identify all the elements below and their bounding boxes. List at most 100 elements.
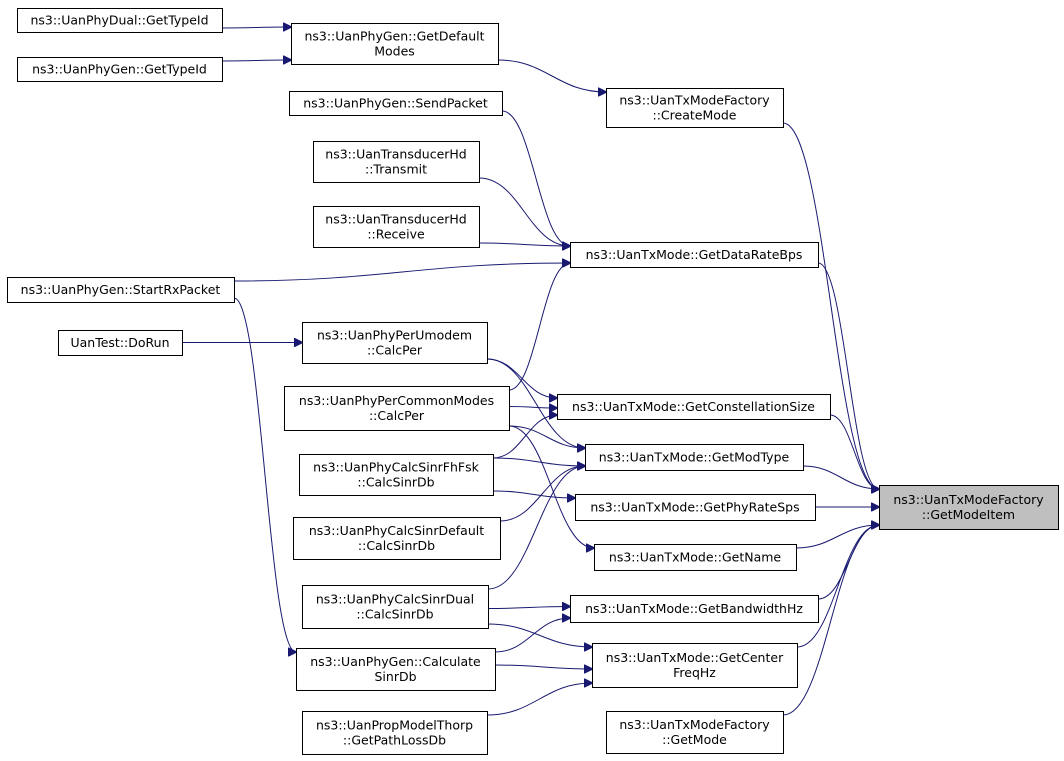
node-sinrdefault[interactable]: ns3::UanPhyCalcSinrDefault::CalcSinrDb	[293, 517, 501, 560]
node-box	[284, 386, 510, 431]
node-label: ::CalcSinrDb	[357, 475, 434, 490]
edge-datarate-to-getmodeitem	[817, 262, 879, 489]
node-getmodeitem[interactable]: ns3::UanTxModeFactory::GetModeItem	[879, 485, 1059, 530]
node-getmode[interactable]: ns3::UanTxModeFactory::GetMode	[606, 711, 784, 754]
node-transmit[interactable]: ns3::UanTransducerHd::Transmit	[313, 141, 480, 183]
node-label: ns3::UanTxMode::GetModType	[599, 450, 790, 465]
node-label: SinrDb	[374, 669, 416, 684]
node-label: ns3::UanPhyGen::GetTypeId	[32, 62, 207, 77]
node-box	[7, 277, 235, 303]
node-label: FreqHz	[673, 665, 716, 680]
node-box	[17, 8, 223, 33]
node-label: ns3::UanPhyCalcSinrDefault	[309, 523, 484, 538]
node-box	[293, 517, 501, 560]
node-box	[585, 444, 804, 471]
node-physrate[interactable]: ns3::UanTxMode::GetPhyRateSps	[575, 494, 816, 521]
node-sinrdual[interactable]: ns3::UanPhyCalcSinrDual::CalcSinrDb	[302, 585, 489, 629]
node-box	[17, 57, 223, 82]
node-box	[557, 394, 831, 420]
node-label: ::CalcSinrDb	[358, 538, 435, 553]
edge-calcsinr-to-bandwidth	[494, 618, 570, 653]
node-getname[interactable]: ns3::UanTxMode::GetName	[594, 544, 797, 571]
edge-getname-to-getmodeitem	[795, 525, 879, 549]
node-label: ns3::UanTransducerHd	[325, 147, 466, 162]
edge-getdefaultmodes-to-createmode	[497, 59, 606, 92]
node-gen_typeid[interactable]: ns3::UanPhyGen::GetTypeId	[17, 57, 223, 82]
edge-startrx-to-calcsinr	[233, 297, 296, 652]
node-label: ns3::UanTxMode::GetConstellationSize	[572, 399, 815, 414]
node-label: ns3::UanPhyGen::Calculate	[310, 654, 481, 669]
node-label: ns3::UanPropModelThorp	[316, 718, 473, 733]
node-box	[313, 206, 480, 248]
node-label: ns3::UanPhyCalcSinrDual	[316, 592, 474, 607]
edge-fhfsk-to-modtype	[492, 457, 585, 466]
edge-umodem-to-modtype	[486, 358, 585, 448]
node-label: Modes	[374, 44, 415, 59]
node-modtype[interactable]: ns3::UanTxMode::GetModType	[585, 444, 804, 471]
node-dorun[interactable]: UanTest::DoRun	[58, 330, 183, 356]
edge-sinrdual-to-bandwidth	[487, 607, 570, 609]
node-box	[575, 494, 816, 521]
node-box	[289, 91, 503, 116]
node-label: ns3::UanTxMode::GetCenter	[606, 650, 784, 665]
edge-dual_typeid-to-getdefaultmodes	[221, 27, 291, 28]
edge-thorp-to-centerfreq	[486, 683, 592, 716]
node-label: ns3::UanPhyPerUmodem	[317, 328, 472, 343]
node-bandwidth[interactable]: ns3::UanTxMode::GetBandwidthHz	[570, 595, 819, 623]
node-label: ::Transmit	[365, 162, 427, 177]
node-label: ::Receive	[367, 227, 425, 242]
edge-getmode-to-getmodeitem	[782, 525, 879, 716]
node-box	[291, 23, 499, 65]
node-label: ns3::UanPhyGen::StartRxPacket	[21, 282, 221, 297]
node-receive[interactable]: ns3::UanTransducerHd::Receive	[313, 206, 480, 248]
node-label: ns3::UanPhyGen::GetDefault	[304, 29, 484, 44]
edge-receive-to-datarate	[478, 243, 570, 246]
node-startrx[interactable]: ns3::UanPhyGen::StartRxPacket	[7, 277, 235, 303]
edge-gen_typeid-to-getdefaultmodes	[221, 60, 291, 61]
node-label: ::GetPathLossDb	[343, 733, 446, 748]
edge-sendpacket-to-datarate	[501, 110, 570, 246]
nodes-layer: ns3::UanTxModeFactory::GetModeItemns3::U…	[7, 8, 1059, 755]
edge-sinrdefault-to-modtype	[499, 466, 585, 522]
node-box	[58, 330, 183, 356]
node-datarate[interactable]: ns3::UanTxMode::GetDataRateBps	[570, 242, 819, 268]
node-sendpacket[interactable]: ns3::UanPhyGen::SendPacket	[289, 91, 503, 116]
node-box	[592, 643, 798, 688]
node-label: ::CreateMode	[652, 108, 736, 123]
node-commonmodes[interactable]: ns3::UanPhyPerCommonModes::CalcPer	[284, 386, 510, 431]
edge-commonmodes-to-modtype	[508, 425, 585, 448]
node-box	[606, 711, 784, 754]
node-label: ::GetMode	[662, 732, 727, 747]
node-box	[879, 485, 1059, 530]
edge-transmit-to-datarate	[478, 177, 570, 246]
node-box	[302, 322, 488, 364]
node-label: ::CalcSinrDb	[356, 607, 433, 622]
edge-commonmodes-to-datarate	[508, 263, 570, 391]
node-box	[606, 88, 784, 128]
node-createmode[interactable]: ns3::UanTxModeFactory::CreateMode	[606, 88, 784, 128]
edge-commonmodes-to-constellation	[508, 407, 557, 409]
edge-modtype-to-getmodeitem	[802, 465, 879, 489]
node-label: ::GetModeItem	[922, 507, 1015, 522]
node-thorp[interactable]: ns3::UanPropModelThorp::GetPathLossDb	[302, 711, 488, 755]
edge-fhfsk-to-constellation	[492, 415, 557, 459]
node-box	[570, 242, 819, 268]
node-label: ::CalcPer	[367, 343, 423, 358]
edge-sinrdual-to-centerfreq	[487, 623, 592, 647]
node-label: ns3::UanTxMode::GetDataRateBps	[586, 247, 803, 262]
node-umodem[interactable]: ns3::UanPhyPerUmodem::CalcPer	[302, 322, 488, 364]
node-label: ns3::UanTxModeFactory	[893, 492, 1044, 507]
node-box	[594, 544, 797, 571]
node-fhfsk[interactable]: ns3::UanPhyCalcSinrFhFsk::CalcSinrDb	[299, 454, 494, 496]
node-constellation[interactable]: ns3::UanTxMode::GetConstellationSize	[557, 394, 831, 420]
node-box	[570, 595, 819, 623]
edge-startrx-to-datarate	[233, 263, 570, 282]
edge-centerfreq-to-getmodeitem	[796, 525, 879, 648]
node-label: ns3::UanTxMode::GetBandwidthHz	[585, 601, 803, 616]
node-dual_typeid[interactable]: ns3::UanPhyDual::GetTypeId	[17, 8, 223, 33]
edge-commonmodes-to-getname	[508, 425, 594, 548]
edge-fhfsk-to-physrate	[492, 490, 575, 498]
